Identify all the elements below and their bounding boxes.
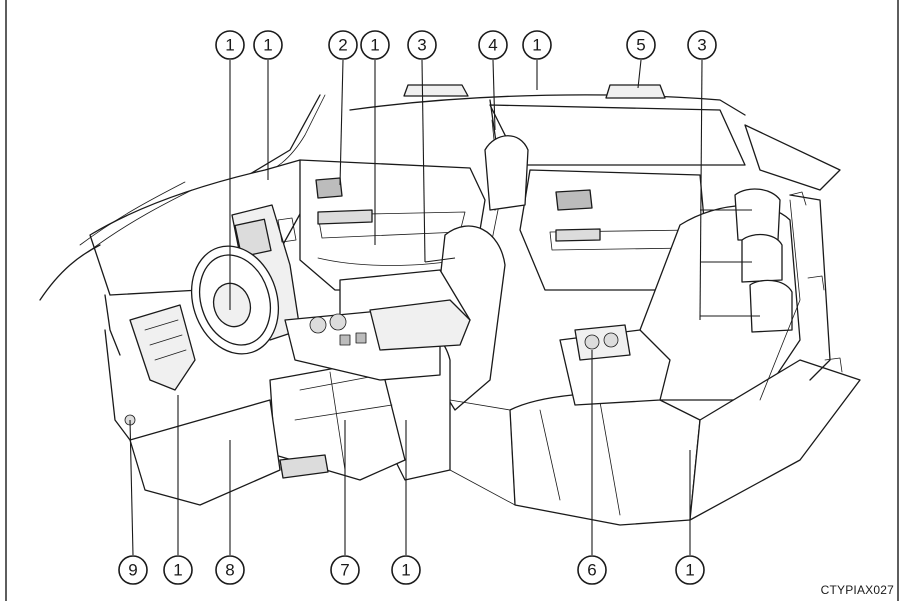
left-vent-slats	[144, 319, 187, 361]
callout-c13: 7	[330, 555, 360, 585]
svg-text:1: 1	[173, 561, 182, 580]
leader-c9	[699, 59, 703, 321]
rear-cup-holder	[574, 324, 631, 361]
svg-text:1: 1	[370, 36, 379, 55]
svg-text:5: 5	[636, 36, 645, 55]
callout-c8: 5	[626, 30, 656, 60]
floor-edge-left	[104, 329, 131, 441]
console-switch-b	[355, 332, 367, 344]
svg-text:6: 6	[587, 561, 596, 580]
power-seat-switch	[279, 454, 329, 479]
svg-text:9: 9	[128, 561, 137, 580]
svg-text:3: 3	[697, 36, 706, 55]
interior-illustration	[39, 84, 861, 526]
leader-c5	[421, 59, 426, 263]
rear-quarter-window	[744, 124, 841, 191]
leader-c5b	[424, 257, 456, 263]
leader-c3	[339, 59, 344, 186]
callout-c14: 1	[391, 555, 421, 585]
steering-wheel-hub	[212, 282, 252, 328]
leader-c8	[637, 59, 642, 89]
dash-left-edge	[104, 294, 121, 356]
callout-c10: 9	[118, 555, 148, 585]
driver-floor	[129, 399, 281, 506]
rear-anchor-bottom	[824, 357, 843, 373]
leader-c6	[492, 59, 496, 131]
callout-c3: 2	[328, 30, 358, 60]
rear-headrest-top	[734, 188, 781, 241]
callout-c2: 1	[253, 30, 283, 60]
rear-floor	[449, 399, 516, 506]
rear-assist-grip	[605, 84, 666, 99]
callout-c5: 3	[407, 30, 437, 60]
rear-cushion-seam	[539, 401, 621, 516]
console-armrest	[369, 299, 471, 351]
cup-holder-left	[309, 316, 327, 334]
svg-text:1: 1	[685, 561, 694, 580]
rear-seat-side	[689, 359, 861, 521]
callout-c12: 8	[215, 555, 245, 585]
rear-headrest-middle	[741, 233, 783, 283]
callout-c6: 4	[478, 30, 508, 60]
leader-lines	[129, 59, 760, 556]
svg-text:1: 1	[532, 36, 541, 55]
rear-anchor-top	[789, 191, 807, 206]
rear-headrest-bottom	[749, 279, 793, 333]
infotainment-screen	[234, 218, 272, 258]
callout-c16: 1	[675, 555, 705, 585]
front-headrest	[484, 135, 529, 211]
a-pillar-left	[239, 94, 321, 181]
door-switch-panel	[317, 209, 373, 225]
callout-c4: 1	[360, 30, 390, 60]
svg-text:1: 1	[263, 36, 272, 55]
cup-holder-right	[329, 313, 347, 331]
console-switch-a	[339, 334, 351, 346]
svg-text:7: 7	[340, 561, 349, 580]
front-door-handle	[315, 177, 343, 199]
svg-text:2: 2	[338, 36, 347, 55]
rear-cup-right	[603, 332, 619, 348]
center-vents	[277, 217, 297, 243]
svg-text:1: 1	[225, 36, 234, 55]
front-assist-grip	[403, 84, 469, 97]
image-code: CTYPIAX027	[820, 583, 894, 597]
svg-text:4: 4	[488, 36, 497, 55]
leader-c10	[129, 419, 134, 556]
dash-defroster-2	[87, 189, 193, 253]
rear-door-switches	[555, 228, 601, 242]
callout-c15: 6	[577, 555, 607, 585]
svg-text:3: 3	[417, 36, 426, 55]
rear-cup-left	[584, 334, 600, 350]
callout-c1: 1	[215, 30, 245, 60]
rear-door-handle	[555, 189, 593, 211]
callout-c11: 1	[163, 555, 193, 585]
rear-seat-cushion	[509, 392, 701, 526]
rear-c-pillar	[789, 194, 831, 381]
dashboard-lower-curve	[39, 244, 101, 301]
svg-text:1: 1	[401, 561, 410, 580]
callout-c7: 1	[522, 30, 552, 60]
rear-anchor-mid	[807, 275, 825, 291]
callout-markers: 1 1 2 1 3 4 1 5 3 9 1 8 7 1 6 1	[118, 30, 717, 585]
dash-defroster	[79, 181, 186, 246]
roof-line	[349, 94, 746, 116]
callout-c9: 3	[687, 30, 717, 60]
left-vent-cluster	[129, 304, 196, 391]
rear-seat-belt	[759, 199, 801, 401]
svg-text:8: 8	[225, 561, 234, 580]
